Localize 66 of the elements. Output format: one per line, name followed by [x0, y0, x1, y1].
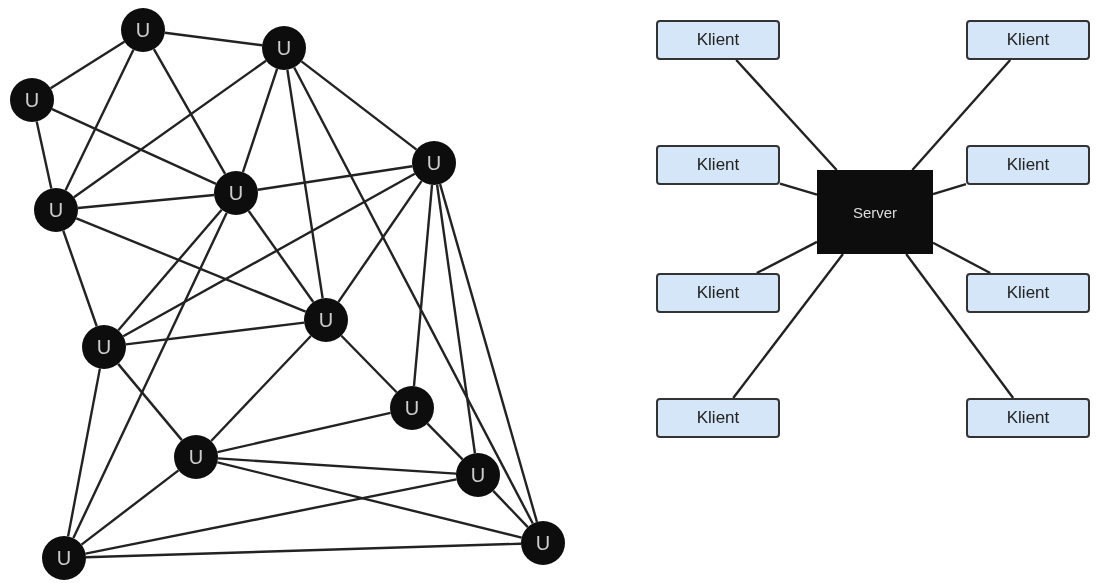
connector-line: [257, 165, 413, 191]
connector-line: [125, 321, 305, 346]
connector-line: [62, 230, 98, 327]
user-node-circle: U: [390, 386, 434, 430]
client-box: Klient: [966, 398, 1090, 438]
connector-line: [735, 59, 838, 171]
connector-line: [300, 60, 418, 151]
client-box: Klient: [656, 273, 780, 313]
connector-line: [117, 363, 183, 441]
user-node-circle: U: [34, 188, 78, 232]
connector-line: [932, 241, 991, 275]
server-box: Server: [817, 170, 933, 254]
client-box: Klient: [656, 145, 780, 185]
connector-line: [35, 121, 53, 189]
connector-line: [72, 212, 228, 539]
connector-line: [75, 217, 307, 313]
connector-line: [438, 183, 539, 523]
connector-line: [64, 49, 135, 191]
user-node-circle: U: [456, 453, 500, 497]
connector-line: [241, 68, 279, 173]
connector-line: [911, 59, 1012, 171]
connector-line: [337, 180, 423, 303]
connector-line: [217, 411, 391, 454]
connector-line: [73, 59, 267, 199]
user-node-circle: U: [82, 325, 126, 369]
connector-line: [49, 40, 126, 90]
connector-line: [756, 240, 818, 275]
connector-line: [905, 253, 1015, 399]
client-box: Klient: [966, 20, 1090, 60]
client-box: Klient: [656, 398, 780, 438]
client-box: Klient: [966, 145, 1090, 185]
connector-line: [66, 368, 102, 537]
user-node-circle: U: [521, 521, 565, 565]
connector-line: [286, 69, 324, 299]
connector-line: [51, 108, 217, 185]
user-node-circle: U: [304, 298, 348, 342]
user-node-circle: U: [412, 141, 456, 185]
user-node-circle: U: [262, 26, 306, 70]
user-node-circle: U: [121, 8, 165, 52]
connector-line: [217, 461, 522, 539]
user-node-circle: U: [10, 78, 54, 122]
connector-line: [293, 66, 534, 525]
connector-line: [217, 457, 457, 475]
connector-line: [117, 208, 223, 332]
user-node-circle: U: [42, 536, 86, 580]
connector-line: [122, 172, 416, 338]
connector-line: [426, 422, 464, 461]
connector-line: [732, 253, 844, 399]
connector-line: [164, 31, 263, 47]
user-node-circle: U: [174, 435, 218, 479]
connector-line: [932, 182, 967, 196]
user-node-circle: U: [214, 171, 258, 215]
connector-line: [80, 469, 180, 546]
connector-line: [85, 542, 522, 559]
connector-line: [492, 490, 529, 528]
client-box: Klient: [656, 20, 780, 60]
connector-line: [210, 335, 312, 442]
connector-line: [247, 210, 315, 303]
connector-line: [779, 182, 818, 196]
connector-line: [435, 184, 477, 454]
connector-line: [85, 478, 457, 555]
connector-line: [152, 48, 227, 175]
connector-line: [77, 193, 215, 210]
client-box: Klient: [966, 273, 1090, 313]
connector-line: [412, 184, 434, 387]
connector-line: [340, 334, 398, 394]
